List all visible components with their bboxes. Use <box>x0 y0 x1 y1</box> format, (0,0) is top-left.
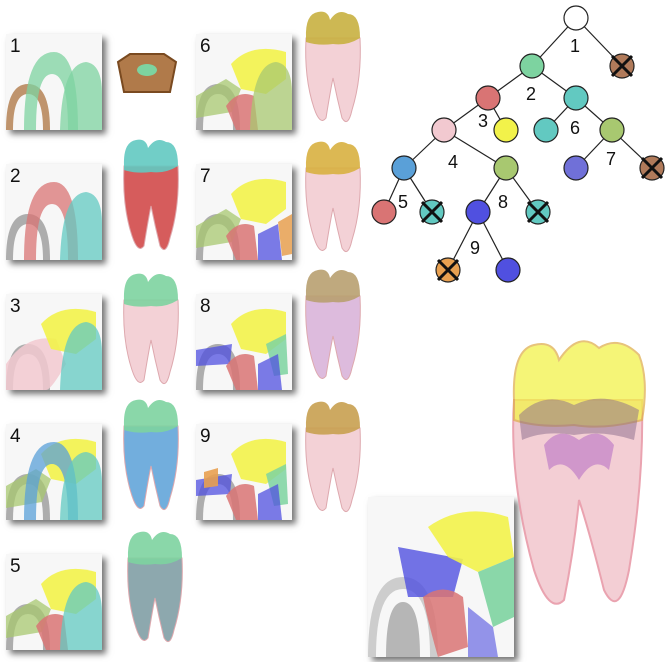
tooth-rendering-5 <box>124 528 186 648</box>
tree-node <box>494 118 518 142</box>
tooth-rendering-8 <box>302 266 364 386</box>
tree-node <box>496 258 520 282</box>
tree-node <box>432 118 456 142</box>
tree-node <box>520 54 544 78</box>
tree-node <box>392 156 416 180</box>
panel-number-label: 3 <box>10 296 21 318</box>
tree-node-label: 8 <box>498 192 508 212</box>
tooth-rendering-3 <box>120 270 182 390</box>
transfer-panel-3: 3 <box>6 294 102 390</box>
tree-node-label: 7 <box>606 149 616 169</box>
large-transfer-panel-plot <box>368 497 514 657</box>
tree-node <box>564 86 588 110</box>
tree-node-label: 9 <box>470 238 480 258</box>
tree-node-label: 4 <box>448 152 458 172</box>
tree-node-label: 6 <box>570 118 580 138</box>
tree-node-label: 5 <box>398 192 408 212</box>
panel-number-label: 1 <box>10 36 21 58</box>
tree-diagram: 1 2 3 4 5 6 7 8 9 <box>370 0 669 290</box>
tooth-rendering-6 <box>302 8 364 128</box>
tooth-rendering-7 <box>302 138 364 258</box>
tree-node <box>564 6 588 30</box>
panel-number-label: 6 <box>200 36 211 58</box>
panel-number-label: 9 <box>200 426 211 448</box>
tree-node <box>466 200 490 224</box>
tree-node <box>476 86 500 110</box>
tree-node <box>494 156 518 180</box>
transfer-panel-6: 6 <box>196 34 292 130</box>
transfer-panel-2: 2 <box>6 164 102 260</box>
panel-number-label: 4 <box>10 426 21 448</box>
transfer-panel-7: 7 <box>196 164 292 260</box>
tree-node-label: 3 <box>478 111 488 131</box>
tree-node <box>534 118 558 142</box>
tree-node-label: 2 <box>526 84 536 104</box>
panel-number-label: 5 <box>10 556 21 578</box>
tooth-rendering-2 <box>120 136 182 256</box>
large-tooth-dentin <box>519 399 639 440</box>
transfer-panel-9: 9 <box>196 424 292 520</box>
panel-number-label: 8 <box>200 296 211 318</box>
tree-node <box>372 200 396 224</box>
transfer-panel-8: 8 <box>196 294 292 390</box>
large-tooth-rendering <box>504 330 654 620</box>
panel-number-label: 7 <box>200 166 211 188</box>
tooth-rendering-1 <box>116 52 178 102</box>
large-transfer-panel <box>368 497 514 657</box>
transfer-panel-1: 1 <box>6 34 102 130</box>
tooth-rendering-9 <box>302 398 364 518</box>
transfer-panel-5: 5 <box>6 554 102 650</box>
tooth-rendering-4 <box>120 396 182 516</box>
panel-number-label: 2 <box>10 166 21 188</box>
tree-node <box>600 118 624 142</box>
tree-node-label: 1 <box>570 36 580 56</box>
transfer-panel-4: 4 <box>6 424 102 520</box>
tree-node <box>564 156 588 180</box>
